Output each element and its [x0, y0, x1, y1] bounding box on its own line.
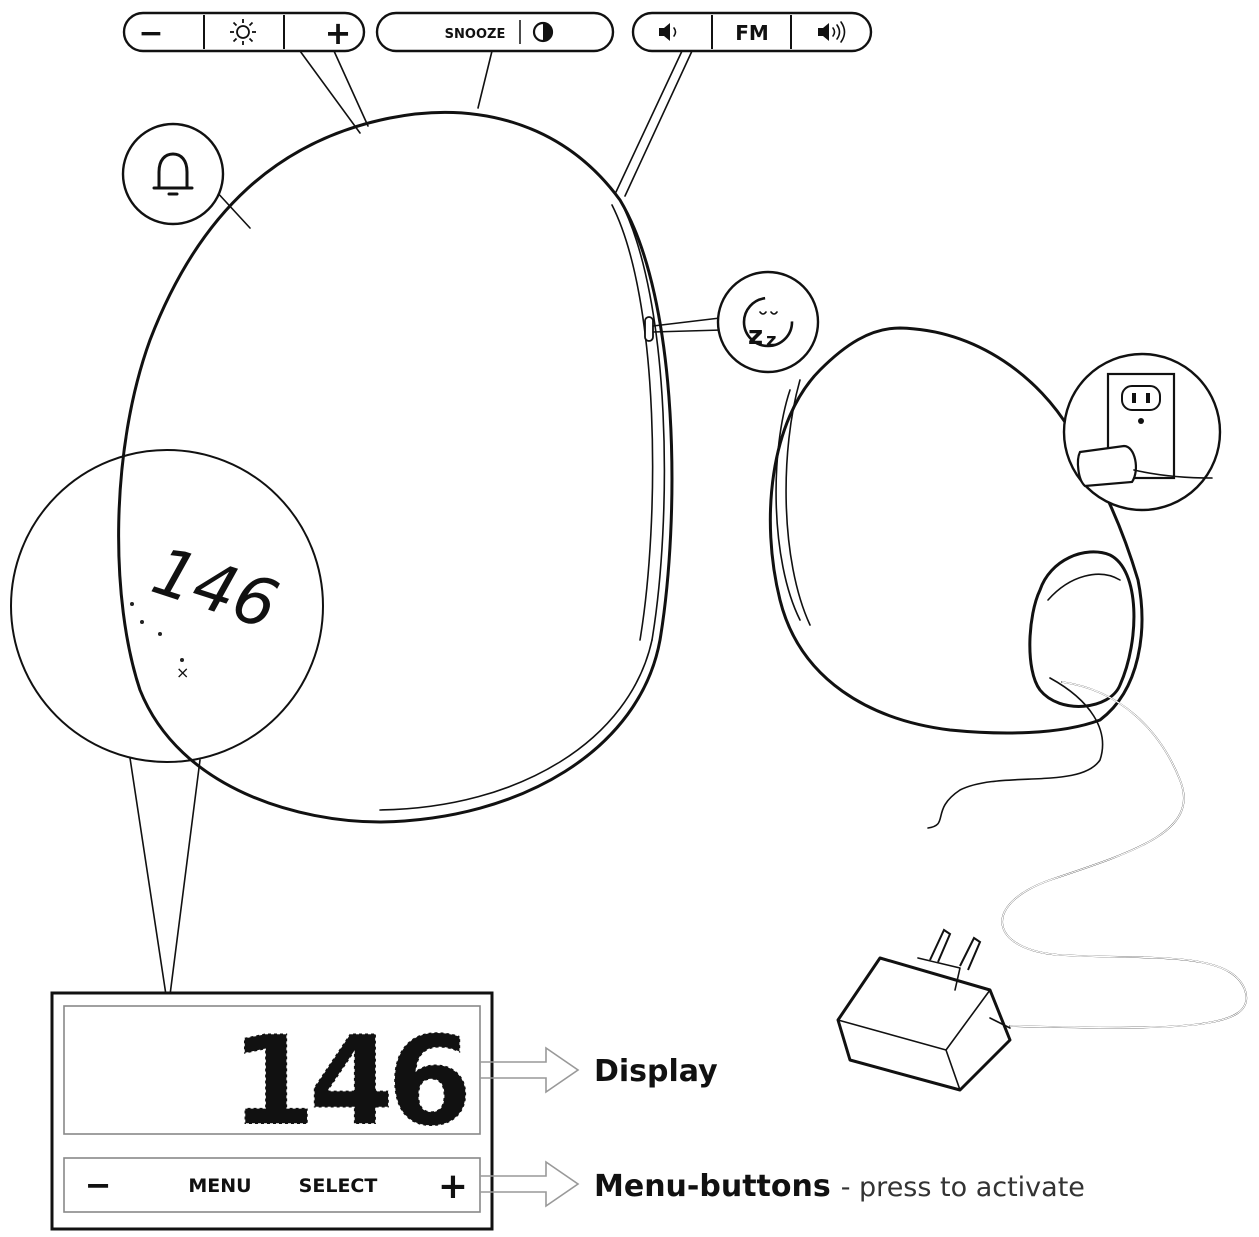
device-display-time: 146: [143, 532, 287, 644]
sleep-icon: z z: [742, 296, 794, 351]
select-label: SELECT: [299, 1175, 378, 1197]
alarm-bell-icon: [152, 152, 194, 196]
menu-buttons-annotation: Menu-buttons - press to activate: [594, 1169, 1085, 1204]
menu-buttons-desc: - press to activate: [841, 1172, 1085, 1203]
volume-down-icon: [659, 23, 677, 41]
pointer-lines: [299, 50, 693, 197]
outlet-callout: [1062, 352, 1222, 512]
display-dots: ×: [130, 602, 189, 682]
snooze-control-strip: SNOOZE: [375, 11, 615, 53]
wall-outlet-icon: [1076, 372, 1213, 488]
menu-label: MENU: [188, 1175, 251, 1197]
svg-text:×: ×: [176, 663, 189, 682]
svg-text:z: z: [766, 330, 776, 351]
main-device: 146 ×: [117, 110, 674, 824]
menu-plus-button: +: [438, 1166, 468, 1207]
menu-minus-button: −: [85, 1166, 112, 1204]
brightness-minus-label: −: [138, 16, 163, 51]
brightness-icon: [230, 19, 256, 45]
radio-control-strip: FM: [631, 11, 873, 53]
svg-text:z: z: [748, 321, 763, 351]
volume-up-icon: [818, 21, 846, 43]
fm-label: FM: [735, 21, 769, 45]
contrast-icon: [532, 21, 554, 43]
display-annotation: Display: [594, 1054, 718, 1089]
snooze-label: SNOOZE: [445, 27, 506, 42]
alarm-callout: [121, 122, 251, 229]
brightness-control-strip: − +: [122, 11, 366, 53]
zoom-display-panel: [50, 991, 494, 1231]
display-arrow: [480, 1046, 580, 1094]
sleep-callout: z z: [652, 270, 820, 374]
zoom-display-time: 146: [230, 1010, 467, 1154]
power-adapter-icon: [836, 928, 1012, 1092]
display-zoom-lens: [10, 449, 324, 996]
power-cable: [927, 677, 1248, 1029]
brightness-plus-label: +: [325, 14, 352, 52]
menu-buttons-arrow: [480, 1160, 580, 1208]
menu-buttons-title: Menu-buttons: [594, 1169, 831, 1204]
